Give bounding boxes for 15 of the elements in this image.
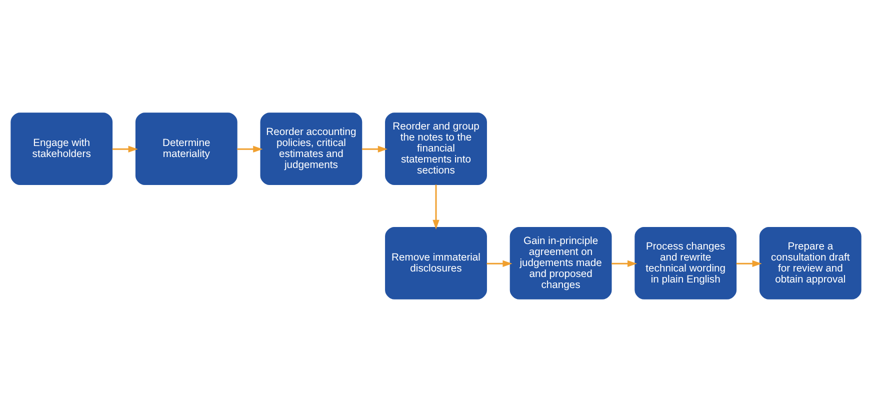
node-box: Gain in-principle agreement on judgements made and proposed changes: [510, 227, 612, 300]
node-box: Reorder and group the notes to the financial statements into sections: [385, 112, 487, 185]
arrow: [432, 184, 440, 230]
node-box: Determine materiality: [135, 112, 238, 185]
arrow: [237, 146, 263, 152]
arrow: [612, 260, 638, 267]
node-box: Remove immaterial disclosures: [385, 227, 487, 300]
node-box: Prepare a consultation draft for review and obtain approval: [759, 227, 862, 300]
node-box: Process changes and rewrite technical wording in plain English: [634, 227, 737, 300]
node-box: Reorder accounting policies, critical estimates and judgements: [260, 112, 362, 185]
arrow: [736, 260, 762, 267]
arrow: [112, 146, 138, 152]
arrow: [486, 260, 512, 267]
node-box: Engage with stakeholders: [10, 112, 113, 185]
arrow: [362, 146, 388, 152]
